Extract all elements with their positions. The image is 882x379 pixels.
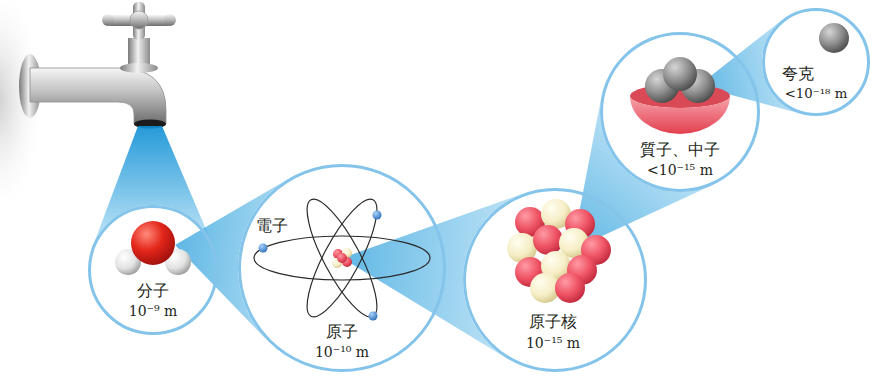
particle-name: 夸克 — [782, 65, 814, 83]
size-value: 10⁻⁹ m — [129, 303, 178, 319]
atom-orbits — [254, 236, 430, 280]
faucet — [19, 2, 176, 129]
atom-orbits — [254, 191, 430, 324]
faucet — [130, 11, 148, 29]
electrons — [369, 312, 378, 321]
nucleus-cluster — [533, 225, 563, 255]
small-nucleus — [337, 253, 347, 263]
nucleus-cluster — [555, 273, 585, 303]
quark — [819, 23, 849, 53]
particle-name: 原子核 — [529, 313, 577, 331]
part-label: 電子 — [256, 217, 288, 235]
quark — [819, 23, 849, 53]
faucet — [102, 14, 114, 26]
faucet — [30, 68, 166, 124]
quark-bowl — [663, 57, 697, 91]
nucleus-cluster — [507, 199, 611, 303]
particle-name: 原子 — [326, 323, 358, 341]
particle-name: 質子、中子 — [640, 141, 720, 159]
water-molecule — [115, 221, 191, 275]
faucet — [164, 14, 176, 26]
small-nucleus — [332, 248, 352, 268]
electrons — [259, 244, 268, 253]
scale-circle: 原子核 10⁻¹⁵ m — [463, 188, 647, 372]
size-value: 10⁻¹⁰ m — [315, 344, 369, 360]
size-value: <10⁻¹⁵ m — [647, 162, 713, 178]
faucet — [120, 63, 158, 73]
quark-bowl — [630, 57, 730, 134]
scale-circle: 原子 10⁻¹⁰ m — [238, 164, 446, 372]
size-value: <10⁻¹⁸ m — [785, 86, 848, 101]
atom-orbits — [295, 191, 389, 324]
size-value: 10⁻¹⁵ m — [526, 335, 580, 351]
water-molecule — [131, 221, 175, 265]
scale-circle: 夸克 <10⁻¹⁸ m — [762, 8, 870, 116]
scale-circle: 分子 10⁻⁹ m — [88, 205, 218, 335]
electrons — [373, 211, 382, 220]
atom-orbits — [295, 191, 389, 324]
scale-circle: 質子、中子 <10⁻¹⁵ m — [600, 32, 760, 192]
quark-bowl — [630, 96, 730, 134]
particle-name: 分子 — [137, 282, 169, 300]
zoom-cone — [175, 178, 290, 340]
